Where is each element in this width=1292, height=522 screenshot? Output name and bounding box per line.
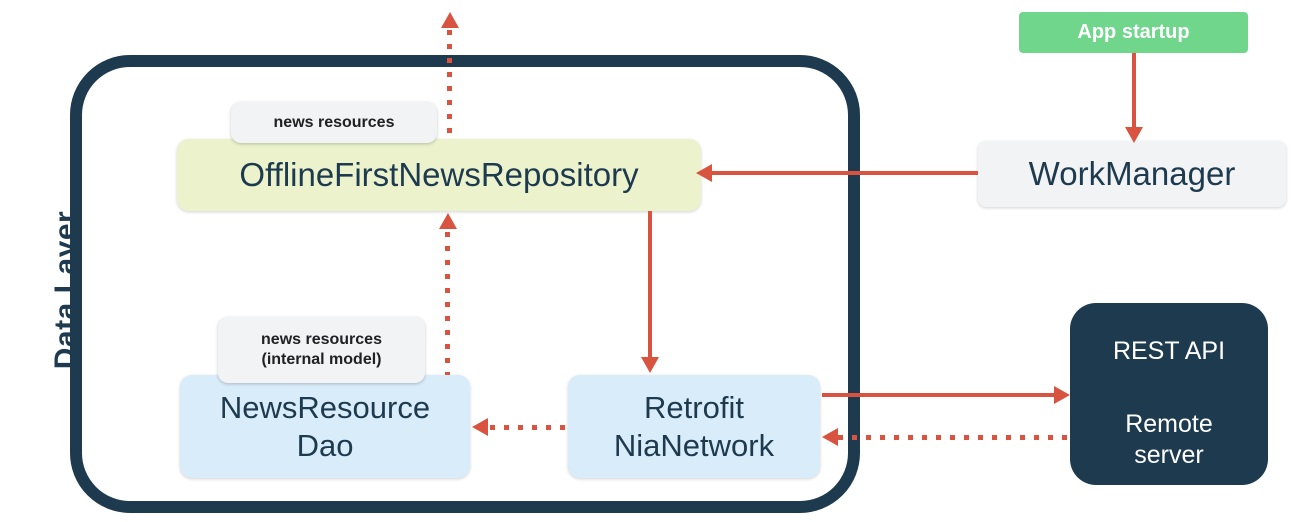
arrow-remote-to-network-line <box>838 435 1070 440</box>
tag-news-resources-internal-model: news resources (internal model) <box>218 317 425 383</box>
tag-news-resources: news resources <box>231 102 437 143</box>
node-rest-api-title: REST API <box>1112 337 1226 365</box>
arrow-repository-to-ui-line <box>447 30 452 139</box>
node-retrofit-nia-network: Retrofit NiaNetwork <box>568 375 820 478</box>
node-network-line1: Retrofit <box>644 389 744 425</box>
data-layer-label: Data Layer <box>49 210 82 370</box>
arrow-repository-to-network-line <box>648 211 652 357</box>
tag-news-resources-text: news resources <box>273 113 395 131</box>
arrow-dao-to-repository-line <box>445 232 450 375</box>
arrow-appstartup-to-workmanager-line <box>1132 53 1136 128</box>
node-news-resource-dao: NewsResource Dao <box>180 375 470 478</box>
node-offline-first-news-repository-label: OfflineFirstNewsRepository <box>239 156 639 193</box>
tag-internal-model-line1: news resources <box>261 331 382 348</box>
node-network-line2: NiaNetwork <box>613 427 775 463</box>
arrow-remote-to-network-head <box>822 428 838 446</box>
arrow-network-to-remote-line <box>822 393 1055 397</box>
node-dao-line1: NewsResource <box>219 389 431 425</box>
node-dao-line2: Dao <box>296 427 354 463</box>
node-remote-line2: server <box>1134 441 1204 469</box>
arrow-network-to-remote-head <box>1054 386 1070 404</box>
arrow-repository-to-network-head <box>641 357 659 373</box>
arrow-network-to-dao-head <box>472 418 488 436</box>
arrow-workmanager-to-repository-line <box>712 171 978 175</box>
node-app-startup: App startup <box>1019 12 1248 53</box>
tag-internal-model-line2: (internal model) <box>261 351 382 368</box>
node-workmanager: WorkManager <box>978 141 1286 207</box>
node-remote-line1: Remote <box>1125 410 1213 438</box>
node-offline-first-news-repository: OfflineFirstNewsRepository <box>177 139 701 211</box>
arrow-appstartup-to-workmanager-head <box>1125 127 1143 143</box>
arrow-network-to-dao-line <box>490 425 568 430</box>
data-layer-container <box>70 55 860 513</box>
node-app-startup-label: App startup <box>1077 21 1190 43</box>
node-remote-server-label: Remote server <box>1070 409 1268 471</box>
node-workmanager-label: WorkManager <box>1028 155 1236 192</box>
arrow-workmanager-to-repository-head <box>696 164 712 182</box>
node-rest-api-remote-server: REST API Remote server <box>1070 303 1268 485</box>
arrow-repository-to-ui-head <box>441 12 459 28</box>
arrow-dao-to-repository-head <box>439 213 457 229</box>
